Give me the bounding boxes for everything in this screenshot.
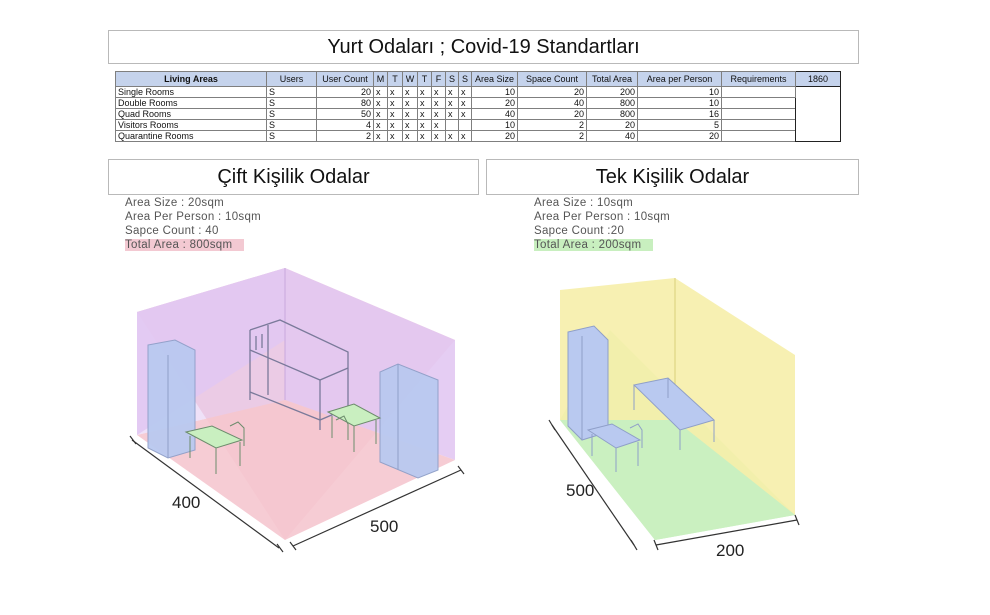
double-dim-depth: 400 bbox=[172, 493, 200, 512]
page-title: Yurt Odaları ; Covid-19 Standartları bbox=[108, 30, 859, 64]
single-room-title-text: Tek Kişilik Odalar bbox=[595, 165, 750, 188]
double-dim-width: 500 bbox=[370, 517, 398, 536]
single-desk bbox=[586, 423, 643, 472]
col-sat: S bbox=[445, 71, 459, 87]
col-area-size: Area Size bbox=[471, 71, 518, 87]
single-room-title: Tek Kişilik Odalar bbox=[486, 159, 859, 195]
double-dimension-lines bbox=[129, 435, 465, 553]
cell-area-per-person: 20 bbox=[637, 130, 722, 142]
cell-total-area: 40 bbox=[586, 130, 638, 142]
desk-left bbox=[184, 421, 245, 474]
double-room-drawing: 400 500 bbox=[129, 268, 465, 553]
double-space-count: Sapce Count : 40 bbox=[125, 225, 219, 237]
col-space-count: Space Count bbox=[517, 71, 587, 87]
single-area-per-person: Area Per Person : 10sqm bbox=[534, 211, 671, 223]
cell-day-mark: x bbox=[417, 130, 432, 142]
single-room-floor-front bbox=[560, 420, 795, 540]
double-total-area: Total Area : 800sqm bbox=[125, 239, 245, 251]
col-tue: T bbox=[387, 71, 403, 87]
col-user-count: User Count bbox=[316, 71, 374, 87]
double-room-specs: Area Size : 20sqm Area Per Person : 10sq… bbox=[125, 196, 261, 252]
grand-total-column bbox=[795, 86, 841, 142]
single-room-back-wall-right bbox=[675, 278, 795, 515]
col-requirements: Requirements bbox=[721, 71, 796, 87]
single-space-count: Sapce Count :20 bbox=[534, 225, 625, 237]
page-title-text: Yurt Odaları ; Covid-19 Standartları bbox=[327, 35, 640, 58]
wardrobe-left bbox=[147, 339, 196, 459]
single-dimension-lines bbox=[548, 419, 800, 551]
single-dim-depth: 500 bbox=[566, 481, 594, 500]
desk-right bbox=[326, 403, 382, 452]
single-wardrobe bbox=[567, 325, 609, 441]
cell-requirements bbox=[721, 130, 796, 142]
living-areas-table: Living Areas Users User Count M T W T F … bbox=[115, 71, 841, 142]
double-area-per-person: Area Per Person : 10sqm bbox=[125, 211, 262, 223]
single-room-specs: Area Size : 10sqm Area Per Person : 10sq… bbox=[534, 196, 670, 252]
col-thu: T bbox=[417, 71, 432, 87]
cell-day-mark: x bbox=[373, 130, 388, 142]
single-area-size: Area Size : 10sqm bbox=[534, 197, 634, 209]
double-area-size: Area Size : 20sqm bbox=[125, 197, 225, 209]
single-bed bbox=[632, 377, 715, 450]
single-total-area: Total Area : 200sqm bbox=[534, 239, 654, 251]
wardrobe-right bbox=[379, 363, 439, 479]
col-fri: F bbox=[431, 71, 446, 87]
double-room-title: Çift Kişilik Odalar bbox=[108, 159, 479, 195]
double-room-title-text: Çift Kişilik Odalar bbox=[217, 165, 370, 188]
table-header-row: Living Areas Users User Count M T W T F … bbox=[115, 71, 841, 87]
single-dim-width: 200 bbox=[716, 541, 744, 560]
col-area-per-person: Area per Person bbox=[637, 71, 722, 87]
single-room-drawing: 500 200 bbox=[548, 278, 800, 560]
